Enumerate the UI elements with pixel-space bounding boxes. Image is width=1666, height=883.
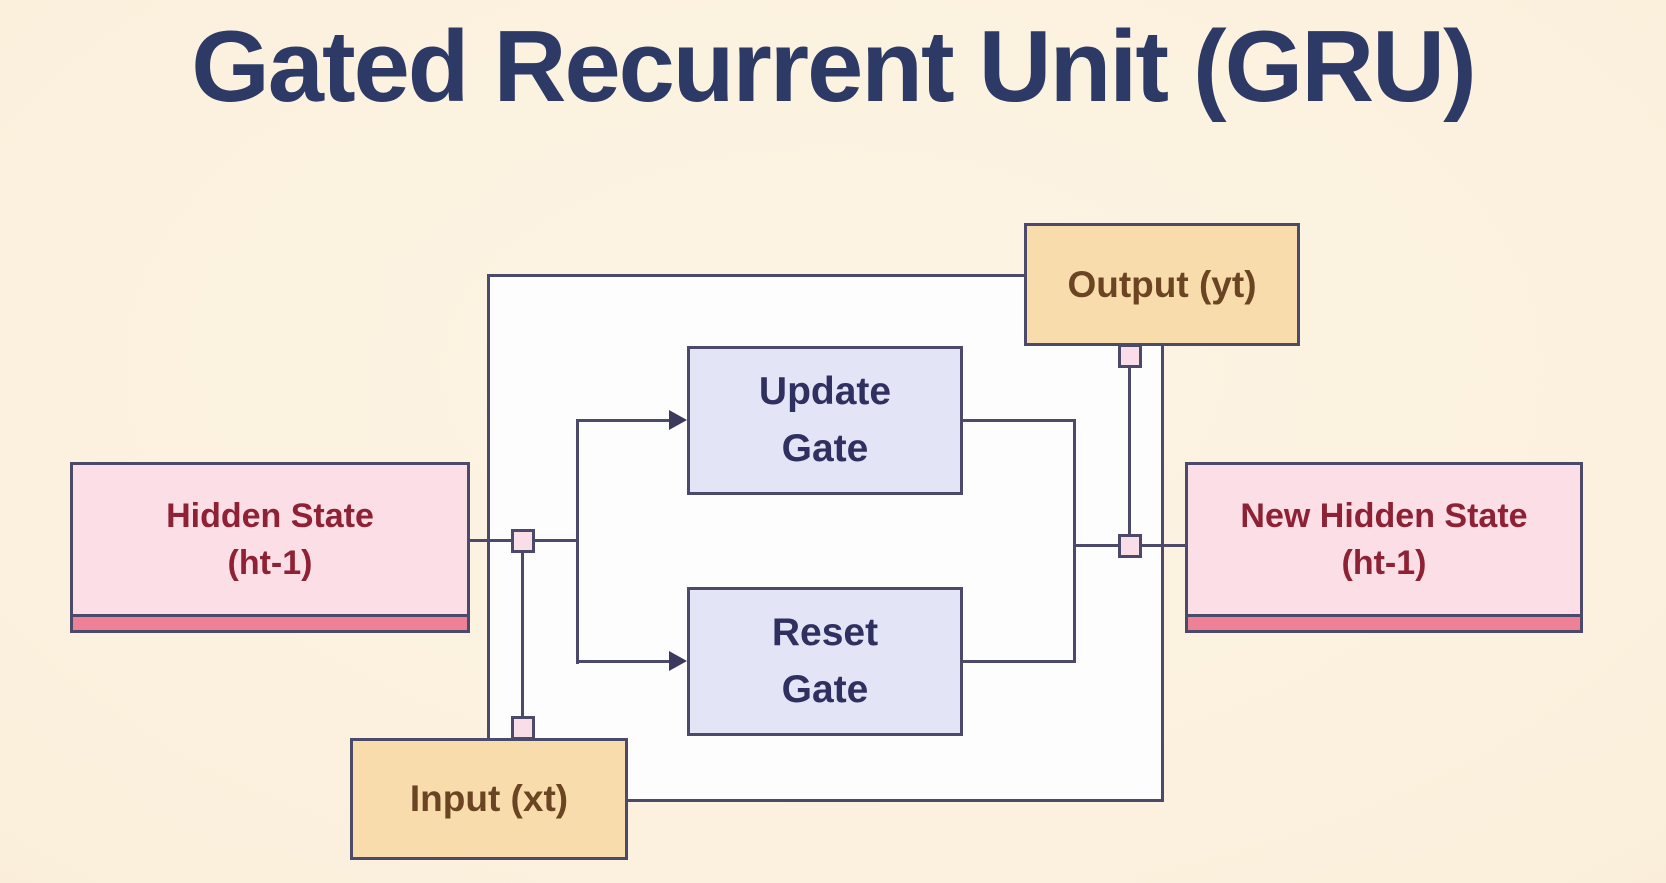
connector-square-input [511,716,535,740]
update-gate-sublabel: Gate [781,426,869,470]
node-reset-gate: Reset Gate [687,587,963,736]
arrowhead-reset-gate-icon [669,651,687,671]
node-input: Input (xt) [350,738,628,860]
hidden-state-accent-strip [73,614,467,630]
connector-square-new-hidden-bus [1118,534,1142,558]
node-update-gate: Update Gate [687,346,963,495]
new-hidden-state-label: New Hidden State [1240,496,1528,535]
connector-square-output [1118,344,1142,368]
edge-input-riser [521,541,524,731]
edge-reset-gate-out [961,660,1076,663]
edge-update-gate-out [961,419,1076,422]
arrowhead-update-gate-icon [669,410,687,430]
output-label: Output (yt) [1067,263,1257,305]
update-gate-label: Update [758,369,892,413]
node-hidden-state: Hidden State (ht-1) [70,462,470,633]
connector-square-hidden-bus [511,529,535,553]
node-output: Output (yt) [1024,223,1300,346]
edge-to-reset-gate [576,660,672,663]
edge-split-vertical [576,419,579,664]
edge-merge-vertical [1073,419,1076,663]
reset-gate-sublabel: Gate [781,667,869,711]
reset-gate-label: Reset [771,610,879,654]
node-new-hidden-state: New Hidden State (ht-1) [1185,462,1583,633]
hidden-state-sublabel: (ht-1) [227,543,313,582]
edge-to-update-gate [576,419,672,422]
hidden-state-label: Hidden State [166,496,374,535]
input-label: Input (xt) [409,778,569,819]
new-hidden-state-sublabel: (ht-1) [1341,543,1427,582]
edge-output-drop [1128,344,1131,547]
page-title: Gated Recurrent Unit (GRU) [191,11,1477,123]
new-hidden-state-accent-strip [1188,614,1580,630]
